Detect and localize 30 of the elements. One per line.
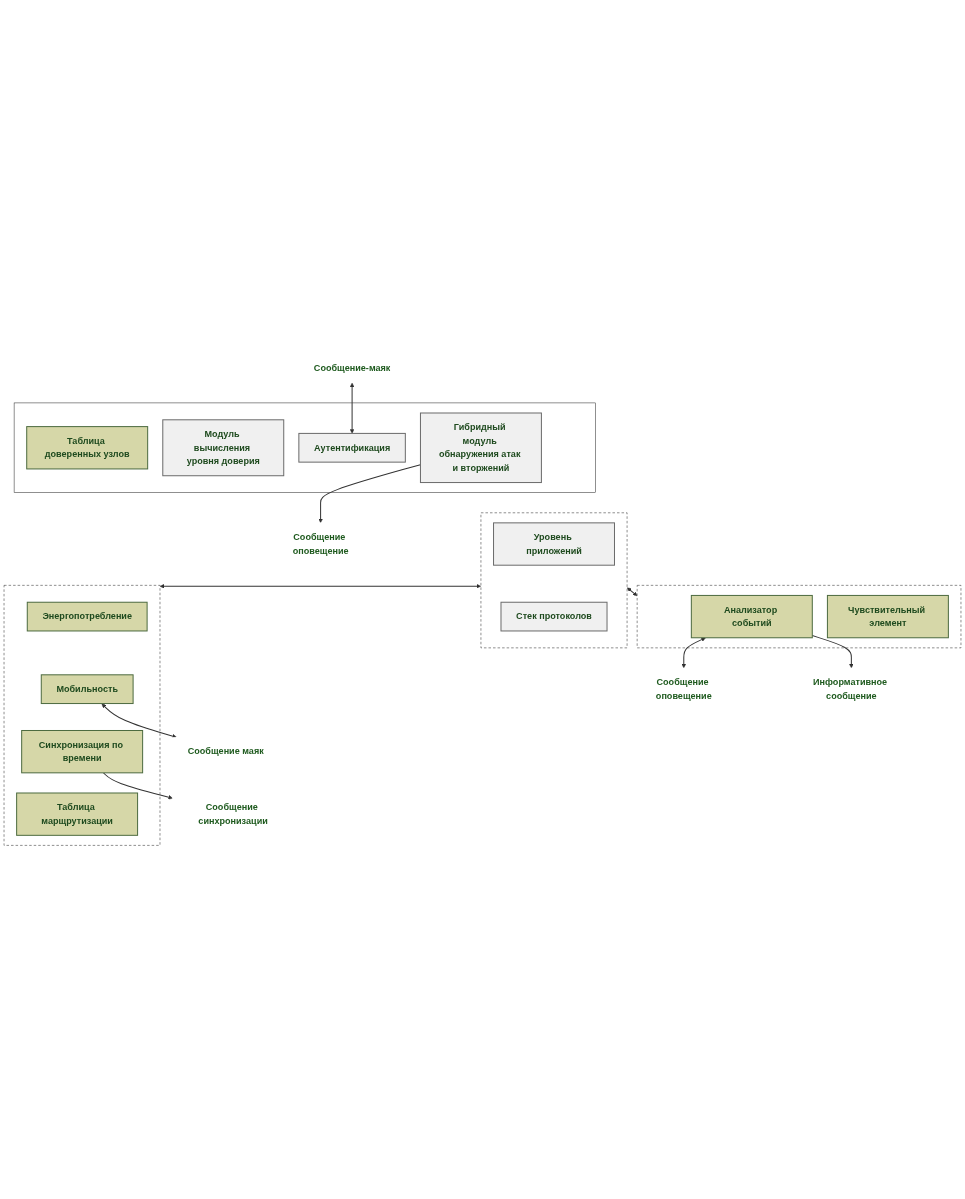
node-box: Стек протоколов: [500, 601, 608, 632]
arrow: [811, 634, 854, 668]
node-box: Таблица марщрутизации: [16, 792, 139, 836]
arrow: [159, 583, 481, 589]
node-text: Сообщение маяк: [187, 746, 264, 757]
node-text: Сообщение оповещение: [292, 531, 349, 556]
cluster: [636, 584, 962, 648]
node-box: Чувствительный элемент: [826, 594, 949, 639]
arrow: [318, 463, 421, 523]
node-text: Сообщение-маяк: [313, 362, 391, 373]
node-box: Анализатор событий: [690, 594, 813, 639]
arrow: [103, 772, 173, 800]
node-box: Мобильность: [40, 674, 134, 704]
node-box: Таблица доверенных узлов: [26, 425, 149, 470]
node-box: Синхронизация по времени: [21, 729, 144, 774]
arrow: [681, 637, 706, 668]
node-text: Сообщение оповещение: [655, 676, 712, 701]
node-box: Уровень приложений: [493, 522, 615, 566]
node-text: Информативное сообщение: [813, 676, 888, 701]
arrow: [101, 703, 177, 739]
node-box: Аутентификация: [298, 432, 406, 463]
cluster: [480, 512, 628, 648]
cluster: [3, 584, 161, 846]
node-text: Сообщение синхронизации: [198, 801, 268, 826]
node-box: Гибридный модуль обнаружения атак и вторжений: [419, 412, 542, 483]
node-box: Энергопотребление: [26, 601, 148, 632]
arrow: [349, 382, 355, 434]
arrow: [627, 587, 638, 596]
cluster: [13, 402, 596, 493]
node-box: Модуль вычисления уровня доверия: [162, 419, 285, 477]
